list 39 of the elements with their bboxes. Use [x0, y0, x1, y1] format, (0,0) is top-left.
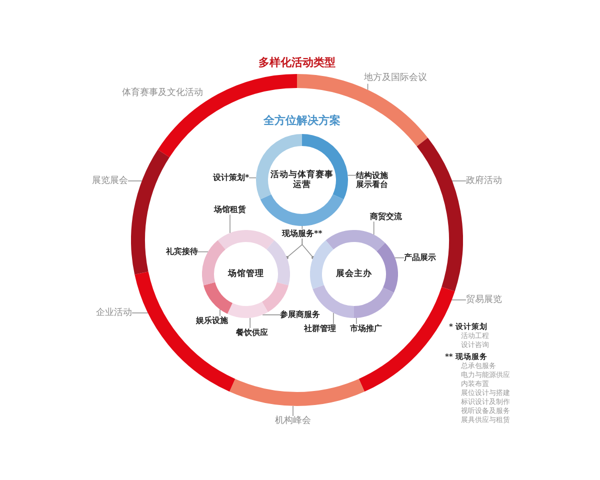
segment-label: 产品展示 — [404, 253, 436, 263]
segment-label: 社群管理 — [304, 324, 336, 334]
segment-label: 体育赛事及文化活动 — [122, 88, 203, 99]
segment-label: 商贸交流 — [370, 212, 402, 222]
segment-label: 政府活动 — [466, 176, 502, 186]
ring-heading: 多样化活动类型 — [258, 56, 336, 70]
ring-label: 展会主办 — [336, 268, 372, 280]
ring-label: 场馆管理 — [228, 268, 264, 280]
segment-label: 市场推广 — [350, 324, 382, 334]
leader-line — [394, 257, 404, 258]
segment-label: 地方及国际会议 — [364, 73, 427, 84]
leader-line — [302, 226, 303, 230]
segment-label: 现场服务** — [282, 229, 322, 239]
leader-line — [367, 83, 368, 90]
leader-line — [128, 180, 142, 182]
leader-line — [302, 238, 315, 260]
segment-label: 餐饮供应 — [236, 328, 268, 338]
segment-label: 礼宾接待 — [166, 247, 198, 257]
segment-label: 结构设施 — [356, 170, 388, 180]
leader-line — [248, 177, 256, 178]
leader-line — [292, 406, 294, 416]
segment-label: 设计策划* — [213, 173, 250, 183]
segment-label: 企业活动 — [96, 308, 132, 318]
ring-label: 活动与体育赛事运营 — [270, 170, 334, 191]
segment-label: 参展商服务 — [280, 310, 320, 320]
leader-line — [198, 251, 208, 252]
segment-label: 机构峰会 — [275, 416, 311, 427]
segment-label: 展览展会 — [92, 176, 128, 186]
leader-line — [347, 174, 356, 176]
segment-label: 场馆租赁 — [214, 205, 246, 215]
leader-line — [132, 312, 148, 314]
leader-line — [262, 314, 280, 316]
segment-label: 贸易展览 — [466, 294, 502, 306]
leader-line — [356, 318, 357, 324]
segment-label: 展示看台 — [356, 180, 388, 190]
segment-label: 娱乐设施 — [196, 316, 228, 326]
leader-line — [373, 221, 374, 236]
leader-line — [452, 180, 466, 182]
leader-line — [333, 312, 334, 324]
